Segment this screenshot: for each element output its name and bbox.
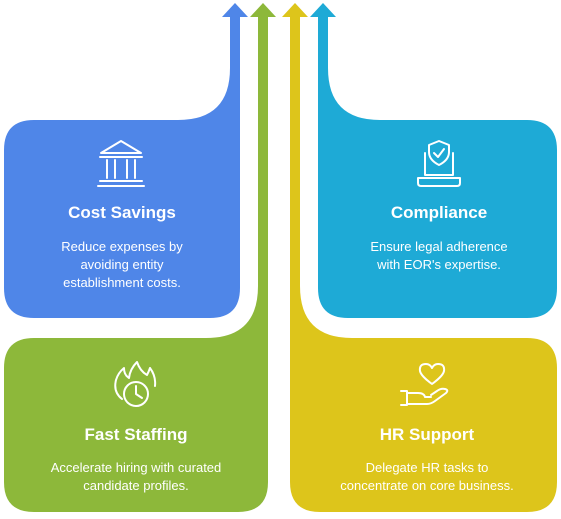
- cost-savings-description: Reduce expenses by avoiding entity estab…: [14, 238, 230, 292]
- compliance-description: Ensure legal adherence with EOR's expert…: [330, 238, 548, 274]
- cost-savings-desc-line-3: establishment costs.: [63, 275, 181, 290]
- green-arrowhead: [250, 3, 276, 17]
- fast-staffing-shape: [4, 16, 268, 512]
- bank-icon: [97, 140, 145, 187]
- fast-staffing-desc-line-1: Accelerate hiring with curated: [50, 460, 222, 475]
- compliance-desc-line-1: Ensure legal adherence: [370, 239, 508, 254]
- cost-savings-shape: [4, 16, 240, 318]
- compliance-shape: [318, 16, 557, 318]
- fast-staffing-title: Fast Staffing: [84, 425, 188, 444]
- hr-support-desc-line-2: concentrate on core business.: [340, 478, 514, 493]
- compliance-title: Compliance: [390, 203, 488, 222]
- hr-support-shape: [290, 16, 557, 512]
- cyan-arrowhead: [310, 3, 336, 17]
- hr-support-description: Delegate HR tasks to concentrate on core…: [304, 459, 550, 495]
- cost-savings-text: Cost Savings Reduce expenses by avoiding…: [14, 203, 230, 292]
- fire-clock-icon: [114, 361, 157, 407]
- cost-savings-desc-line-1: Reduce expenses by: [61, 239, 183, 254]
- compliance-text: Compliance Ensure legal adherence with E…: [330, 203, 548, 274]
- cost-savings-desc-line-2: avoiding entity: [80, 257, 164, 272]
- fast-staffing-description: Accelerate hiring with curated candidate…: [10, 459, 262, 495]
- yellow-arrowhead: [282, 3, 308, 17]
- hr-support-desc-line-1: Delegate HR tasks to: [365, 460, 489, 475]
- fast-staffing-desc-line-2: candidate profiles.: [83, 478, 189, 493]
- cost-savings-title: Cost Savings: [68, 203, 176, 222]
- hr-support-text: HR Support Delegate HR tasks to concentr…: [304, 425, 550, 495]
- hr-support-title: HR Support: [379, 425, 475, 444]
- compliance-desc-line-2: with EOR's expertise.: [377, 257, 501, 272]
- blue-arrowhead: [222, 3, 248, 17]
- heart-hand-icon: [400, 363, 449, 406]
- laptop-shield-icon: [417, 140, 461, 187]
- fast-staffing-text: Fast Staffing Accelerate hiring with cur…: [10, 425, 262, 495]
